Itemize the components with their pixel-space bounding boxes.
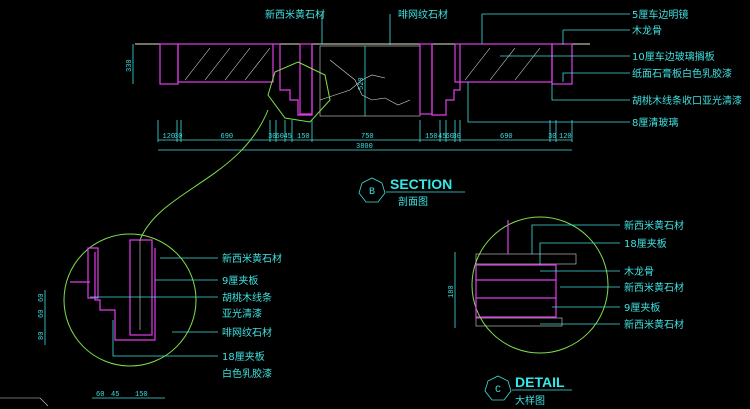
c-label-9mm-plywood: 9厘夹板 [624, 301, 660, 314]
section-dim-label: 45 [438, 133, 446, 141]
section-dim-label: 30 [548, 133, 556, 141]
section-dim-label: 690 [221, 133, 234, 141]
b-label-matte-varnish: 亚光清漆 [222, 307, 262, 320]
b-vdim-60b: 60 [38, 294, 46, 302]
detail-marker: C [495, 385, 501, 396]
section-dim-label: 30 [174, 133, 182, 141]
detail-title: DETAIL [515, 374, 565, 390]
b-vdim-60a: 60 [38, 310, 46, 318]
detail-subtitle: 大样图 [515, 394, 545, 407]
c-label-xinximi-stone-1: 新西米黄石材 [624, 219, 684, 232]
label-5mm-mirror: 5厘车边明镜 [632, 8, 688, 21]
section-marker: B [369, 187, 375, 198]
section-total-dim: 3800 [356, 143, 373, 151]
label-xinximi-stone: 新西米黄石材 [265, 8, 325, 21]
b-hdim-150: 150 [135, 391, 148, 399]
b-label-walnut-trim: 胡桃木线条 [222, 291, 272, 304]
label-coffee-marble: 啡网纹石材 [398, 8, 448, 21]
section-dim-label: 60 [276, 133, 284, 141]
c-label-wood-keel: 木龙骨 [624, 265, 654, 278]
section-dim-label: 60 [446, 133, 454, 141]
b-label-9mm-plywood: 9厘夹板 [222, 274, 258, 287]
b-label-18mm-plywood: 18厘夹板 [222, 350, 265, 363]
section-marble-dim: 520 [358, 77, 366, 90]
b-label-coffee-marble: 啡网纹石材 [222, 326, 272, 339]
b-label-xinximi-stone: 新西米黄石材 [222, 252, 282, 265]
label-wood-keel: 木龙骨 [632, 24, 662, 37]
label-8mm-glass: 8厘清玻璃 [632, 116, 678, 129]
section-dim-label: 150 [297, 133, 310, 141]
section-subtitle: 剖面图 [398, 195, 428, 208]
section-title: SECTION [390, 176, 452, 192]
detail-marker-icon [484, 375, 512, 401]
section-dim-label: 120 [163, 133, 176, 141]
label-walnut-trim: 胡桃木线条收口亚光清漆 [632, 94, 742, 107]
label-gypsum-board: 纸面石膏板白色乳胶漆 [632, 67, 732, 80]
c-label-xinximi-stone-3: 新西米黄石材 [624, 318, 684, 331]
section-dim-label: 690 [500, 133, 513, 141]
c-label-18mm-plywood: 18厘夹板 [624, 237, 667, 250]
section-marker-icon [358, 177, 386, 203]
callout-leader [139, 109, 269, 241]
b-hdim-45: 45 [111, 391, 119, 399]
section-dim-label: 150 [425, 133, 438, 141]
section-dim-label: 45 [284, 133, 292, 141]
arrow-fragment [0, 397, 49, 407]
section-dim-label: 30 [268, 133, 276, 141]
section-dim-label: 120 [559, 133, 572, 141]
c-label-xinximi-stone-2: 新西米黄石材 [624, 281, 684, 294]
b-vdim-80: 80 [38, 332, 46, 340]
label-10mm-glass-shelf: 10厘车边玻璃搁板 [632, 50, 715, 63]
c-height-dim: 180 [448, 285, 456, 298]
section-dim-label: 30 [453, 133, 461, 141]
detail-b-drawing [44, 233, 218, 399]
callout-hexagon [267, 61, 331, 123]
section-height-dim: 330 [126, 59, 134, 72]
section-dim-label: 750 [361, 133, 374, 141]
b-hdim-60: 60 [96, 391, 104, 399]
b-label-white-latex: 白色乳胶漆 [222, 367, 272, 380]
detail-c-drawing [454, 216, 620, 354]
